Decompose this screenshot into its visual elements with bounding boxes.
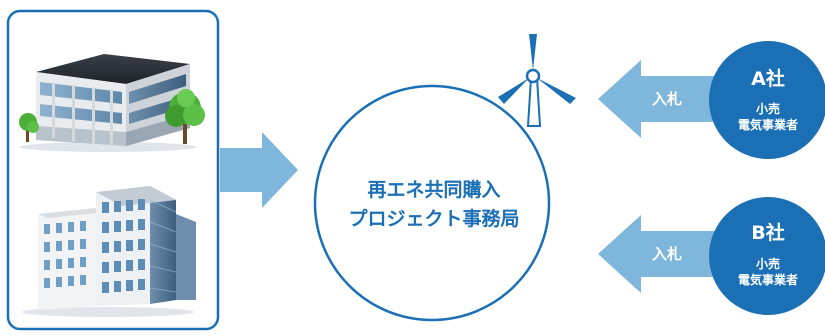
project-office-node: 再エネ共同購入 プロジェクト事務局 bbox=[313, 84, 551, 322]
bid-arrow-b: 入札 bbox=[598, 215, 716, 293]
buildings-panel bbox=[6, 9, 220, 331]
tree-icon bbox=[165, 89, 205, 144]
bid-arrow-b-label: 入札 bbox=[652, 245, 682, 263]
company-b-name: B社 bbox=[751, 221, 784, 244]
company-b-role-line2: 電気事業者 bbox=[738, 272, 798, 287]
bid-arrow-a-label: 入札 bbox=[652, 90, 682, 108]
company-a-node: A社 小売 電気事業者 bbox=[709, 41, 825, 159]
company-b-role-line1: 小売 bbox=[756, 256, 780, 271]
arrow-to-project-office bbox=[220, 132, 298, 208]
bid-arrow-a: 入札 bbox=[598, 60, 716, 138]
project-office-title-line1: 再エネ共同購入 bbox=[367, 178, 500, 201]
company-a-role-line1: 小売 bbox=[756, 101, 780, 116]
company-a-role-line2: 電気事業者 bbox=[738, 117, 798, 132]
wind-turbine-icon bbox=[498, 34, 576, 127]
company-a-name: A社 bbox=[751, 67, 785, 90]
office-building-icon bbox=[19, 54, 205, 152]
project-office-title-line2: プロジェクト事務局 bbox=[348, 207, 519, 230]
tower-building-icon bbox=[22, 186, 196, 317]
company-b-node: B社 小売 電気事業者 bbox=[709, 197, 825, 315]
